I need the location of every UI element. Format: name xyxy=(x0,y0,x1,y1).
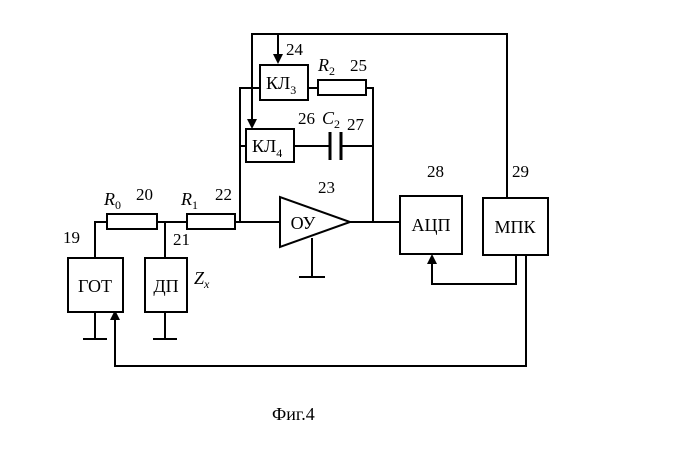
symbol-r0: R0 xyxy=(103,189,121,212)
arrow-kl4 xyxy=(247,119,257,129)
ref-23: 23 xyxy=(318,178,335,197)
symbol-r1: R1 xyxy=(180,189,198,212)
ref-20: 20 xyxy=(136,185,153,204)
wire-r2-out xyxy=(366,88,373,222)
resistor-r2 xyxy=(318,80,366,95)
symbol-r2: R2 xyxy=(317,55,335,78)
arrow-adc xyxy=(427,254,437,264)
symbol-r1-main: R xyxy=(180,189,192,209)
ref-25: 25 xyxy=(350,56,367,75)
symbol-zx: Zx xyxy=(194,268,210,291)
ref-28: 28 xyxy=(427,162,444,181)
wire-got-r0 xyxy=(95,222,107,258)
label-ou: ОУ xyxy=(291,213,316,233)
ref-21: 21 xyxy=(173,230,190,249)
ref-24: 24 xyxy=(286,40,304,59)
ref-26: 26 xyxy=(298,109,315,128)
symbol-c2: C2 xyxy=(322,108,340,131)
symbol-r2-sub: 2 xyxy=(329,64,335,78)
symbol-r0-sub: 0 xyxy=(115,198,121,212)
ref-29: 29 xyxy=(512,162,529,181)
resistor-r1 xyxy=(187,214,235,229)
symbol-r1-sub: 1 xyxy=(192,198,198,212)
label-adc: АЦП xyxy=(412,215,451,235)
symbol-c2-sub: 2 xyxy=(334,117,340,131)
label-kl4-main: КЛ xyxy=(252,136,276,156)
symbol-zx-sub: x xyxy=(203,277,210,291)
arrow-kl3 xyxy=(273,54,283,64)
label-kl4-sub: 4 xyxy=(276,146,282,160)
label-kl3-sub: 3 xyxy=(290,83,296,97)
ref-22: 22 xyxy=(215,185,232,204)
figure-caption: Фиг.4 xyxy=(272,404,315,424)
ref-27: 27 xyxy=(347,115,365,134)
resistor-r0 xyxy=(107,214,157,229)
symbol-r2-main: R xyxy=(317,55,329,75)
symbol-r0-main: R xyxy=(103,189,115,209)
label-dp: ДП xyxy=(153,276,178,296)
wire-mpk-adc xyxy=(432,255,516,284)
label-kl3-main: КЛ xyxy=(266,73,290,93)
label-mpk: МПК xyxy=(494,217,536,237)
ref-19: 19 xyxy=(63,228,80,247)
label-got: ГОТ xyxy=(78,276,112,296)
